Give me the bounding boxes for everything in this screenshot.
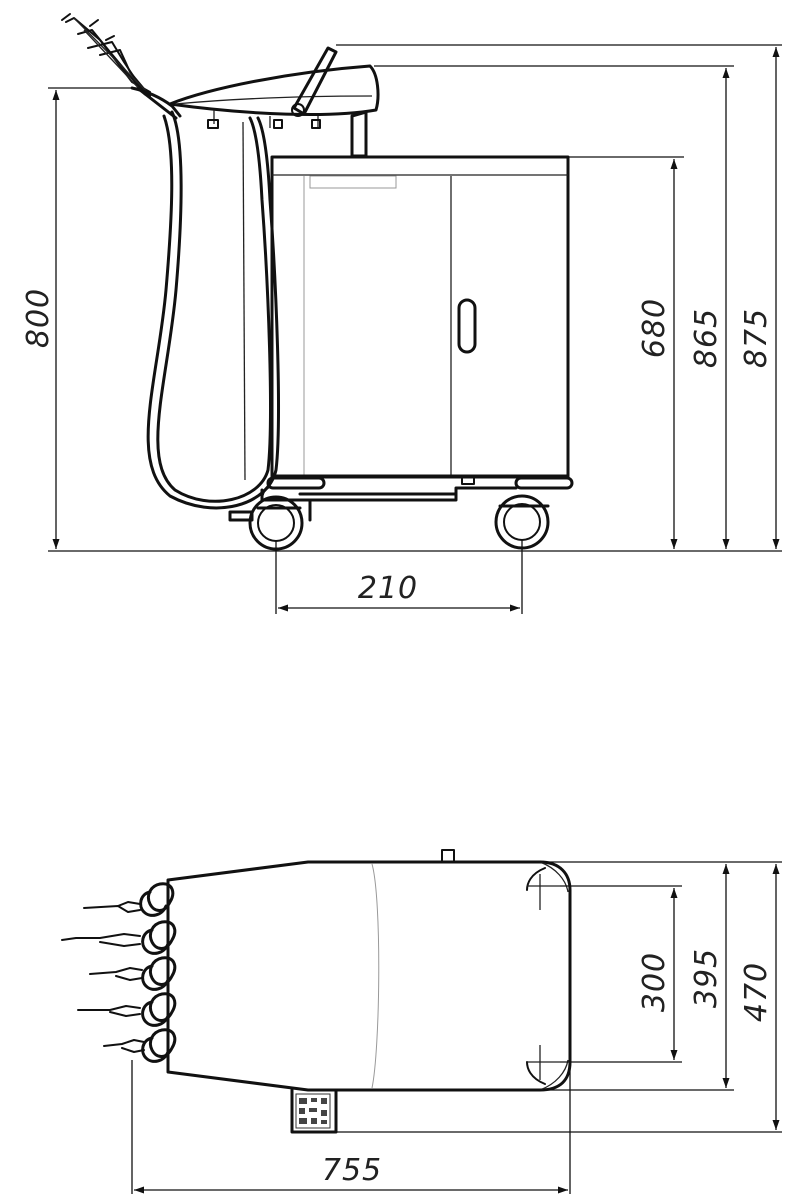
handpiece-1 (83, 882, 175, 917)
dim-875: 875 (739, 308, 774, 368)
dim-865: 865 (689, 308, 724, 368)
top-view: 300 395 470 755 (61, 849, 782, 1194)
dim-210: 210 (358, 571, 418, 606)
handpiece-holders (61, 882, 177, 1063)
dim-300: 300 (637, 952, 672, 1012)
handpiece-4 (77, 992, 177, 1027)
top-view-body (166, 849, 572, 1134)
dim-395: 395 (689, 948, 724, 1008)
dim-470: 470 (739, 962, 774, 1022)
cabinet-body (270, 155, 570, 485)
handpiece-5 (103, 1028, 177, 1063)
dim-800: 800 (21, 288, 56, 348)
hanging-hoses (146, 110, 280, 510)
handpiece-2 (61, 920, 177, 955)
side-view: 800 680 865 875 210 (21, 13, 782, 614)
dim-680: 680 (637, 298, 672, 358)
base-and-wheels (228, 476, 574, 551)
dim-755: 755 (322, 1153, 382, 1188)
label-plate-icon (295, 1093, 331, 1129)
instrument-console (130, 46, 380, 158)
instrument-handpieces (61, 13, 151, 97)
handpiece-3 (89, 956, 177, 991)
